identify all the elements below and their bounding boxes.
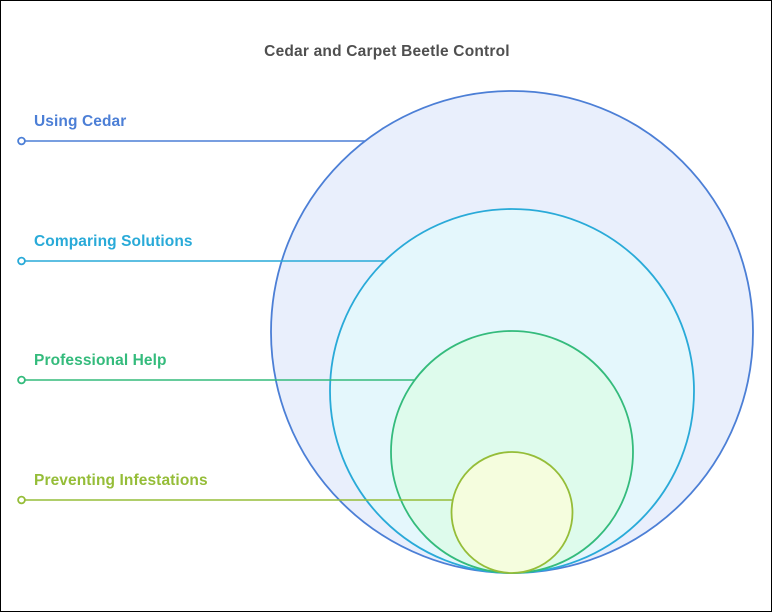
label-preventing-infestations: Preventing Infestations — [34, 472, 208, 489]
connector-marker-comparing-solutions — [17, 256, 26, 266]
connector-marker-preventing-infestations — [17, 495, 26, 505]
circle-preventing-infestations — [450, 451, 574, 574]
diagram-title: Cedar and Carpet Beetle Control — [264, 43, 510, 60]
connector-marker-professional-help — [17, 375, 26, 385]
label-comparing-solutions: Comparing Solutions — [34, 233, 193, 250]
label-using-cedar: Using Cedar — [34, 113, 127, 130]
label-professional-help: Professional Help — [34, 352, 167, 369]
connector-marker-using-cedar — [17, 136, 26, 146]
